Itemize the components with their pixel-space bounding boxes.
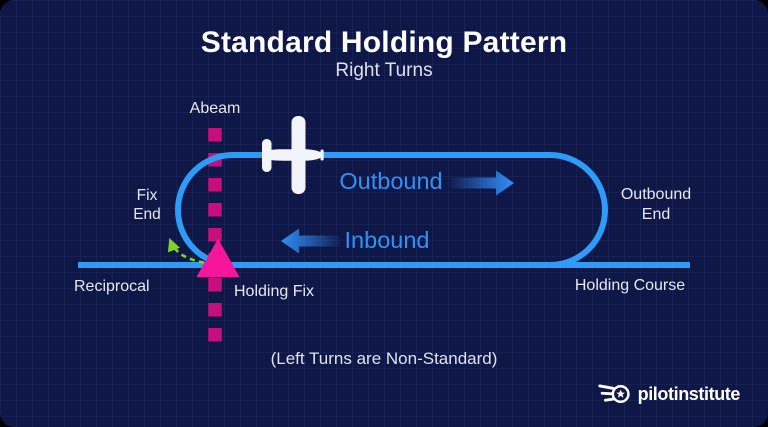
fix-end-label: Fix End [133,186,161,224]
abeam-label: Abeam [189,100,241,117]
outbound-right-arrow-icon [450,170,514,196]
outbound-end-label: Outbound End [621,185,691,225]
fix-end-label-line2: End [133,206,161,223]
winged-star-badge-icon [597,384,630,404]
reciprocal-label: Reciprocal [74,278,150,295]
page-title: Standard Holding Pattern [200,26,568,59]
page-subtitle: Right Turns [335,60,433,81]
inbound-label: Inbound [344,227,430,253]
airplane-icon [262,116,324,194]
holding-fix-label: Holding Fix [234,283,315,300]
holding-course-label: Holding Course [574,277,686,294]
inbound-left-arrow-icon [281,228,340,254]
outbound-end-label-line2: End [641,206,671,223]
fix-end-label-line1: Fix [136,187,158,204]
pilot-institute-logo: pilotinstitute [595,381,740,407]
holding-fix-triangle-marker [196,238,240,277]
green-dashed-curved-arrow-icon [167,237,205,264]
outbound-end-label-line1: Outbound [620,186,692,203]
non-standard-footnote: (Left Turns are Non-Standard) [270,349,498,368]
logo-text: pilotinstitute [637,383,741,404]
outbound-label: Outbound [339,168,443,194]
